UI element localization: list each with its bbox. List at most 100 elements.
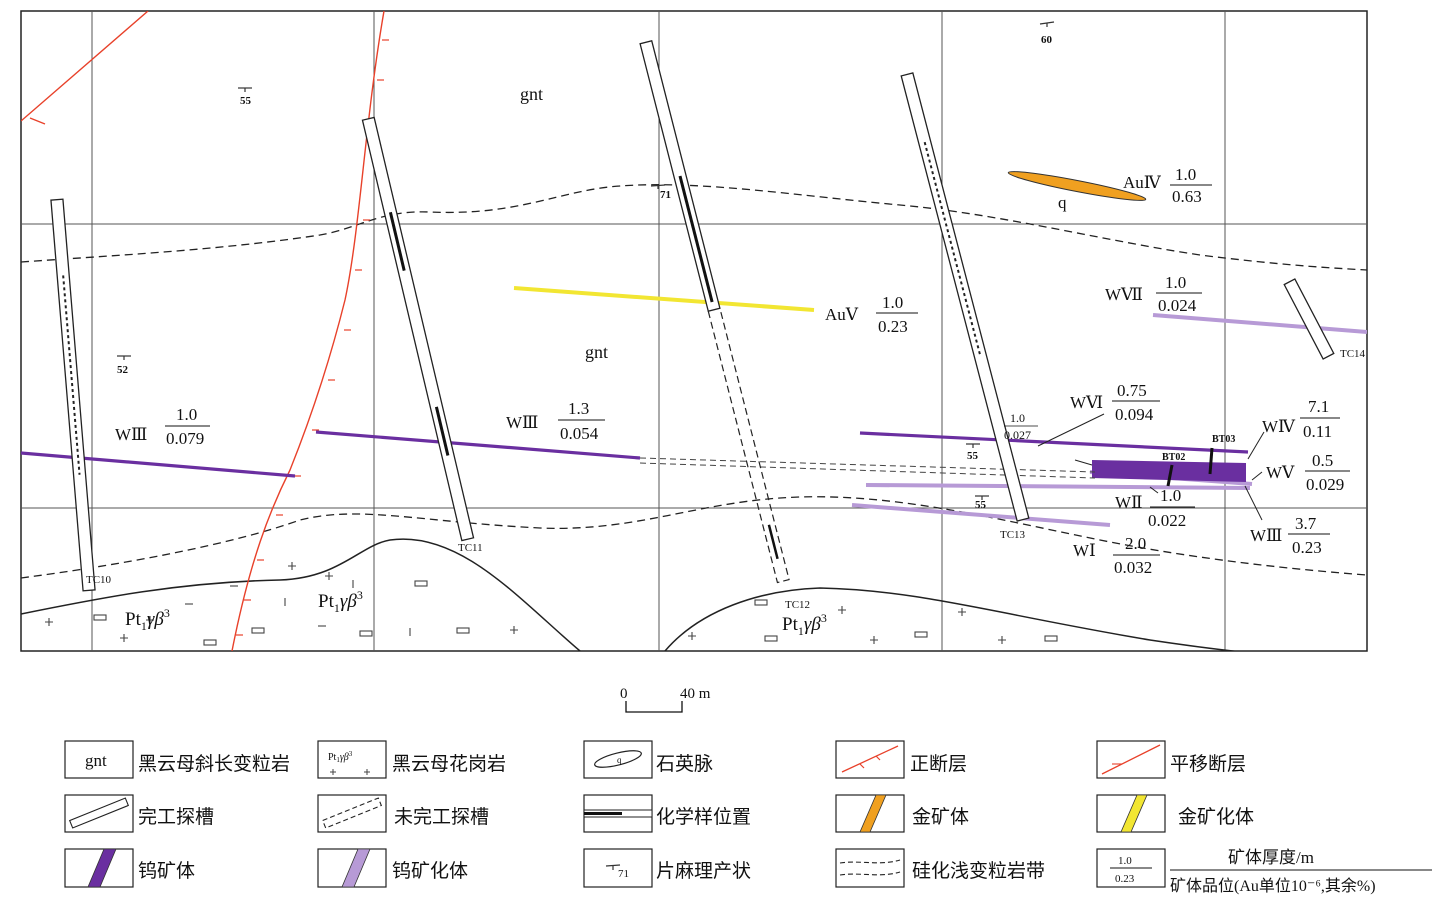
svg-text:2.0: 2.0 — [1125, 534, 1146, 553]
attitude-value: 60 — [1041, 34, 1053, 46]
svg-text:1.0: 1.0 — [1118, 855, 1132, 867]
svg-text:未完工探槽: 未完工探槽 — [394, 806, 489, 828]
tungsten-orebodies — [21, 430, 1249, 478]
svg-text:0.024: 0.024 — [1158, 296, 1197, 315]
svg-text:WⅢ: WⅢ — [506, 413, 538, 432]
orebody-label: WⅣ 7.1 0.11 — [1262, 397, 1340, 441]
legend-item-gold-orebody: 金矿体 — [835, 794, 969, 833]
attitude-value: 55 — [975, 499, 987, 511]
svg-text:0.027: 0.027 — [1004, 428, 1031, 442]
trench-label-tc11: TC11 — [458, 542, 483, 554]
orebody-label: AuⅤ 1.0 0.23 — [825, 293, 918, 336]
sample-labels: BT02 BT03 — [1162, 434, 1235, 463]
leader-lines — [1037, 413, 1265, 521]
trench-tc10 — [50, 198, 96, 592]
svg-text:0.029: 0.029 — [1306, 475, 1344, 494]
scale-end: 40 m — [680, 686, 711, 702]
strike-slip-fault — [21, 11, 149, 122]
svg-text:WⅣ: WⅣ — [1262, 417, 1296, 436]
orebody-label: WⅥ 0.75 0.094 — [1070, 381, 1160, 424]
silicified-zone-boundary — [21, 184, 1367, 579]
gold-mineralized-au5 — [513, 286, 815, 312]
svg-text:0.079: 0.079 — [166, 429, 204, 448]
svg-text:化学样位置: 化学样位置 — [656, 806, 751, 828]
trench-label-tc13: TC13 — [1000, 529, 1026, 541]
legend-item-normal-fault: 正断层 — [835, 740, 967, 779]
normal-fault — [231, 11, 385, 651]
svg-text:0.23: 0.23 — [878, 317, 908, 336]
orebody-label: WⅠ 2.0 0.032 — [1073, 534, 1160, 577]
svg-text:WⅦ: WⅦ — [1105, 285, 1143, 304]
orebody-label: WⅢ 3.7 0.23 — [1250, 514, 1330, 557]
svg-text:钨矿体: 钨矿体 — [138, 860, 195, 882]
svg-text:WⅢ: WⅢ — [115, 425, 147, 444]
fault-lines — [21, 11, 389, 651]
svg-text:矿体品位(Au单位10⁻⁶,其余%): 矿体品位(Au单位10⁻⁶,其余%) — [1170, 876, 1376, 895]
unit-gnt-mid: gnt — [585, 342, 608, 362]
svg-text:gnt: gnt — [85, 751, 107, 770]
granite-contact — [21, 538, 1240, 651]
svg-text:0.022: 0.022 — [1148, 511, 1186, 530]
svg-text:WⅡ: WⅡ — [1115, 493, 1143, 512]
orebody-label: WⅢ 1.3 0.054 — [506, 399, 605, 443]
svg-text:0.11: 0.11 — [1303, 422, 1332, 441]
svg-text:AuⅣ: AuⅣ — [1123, 173, 1162, 192]
attitude-value: 52 — [117, 364, 129, 376]
svg-text:1.0: 1.0 — [882, 293, 903, 312]
trench-tc12 — [639, 40, 790, 584]
unit-labels: gnt gnt q Pt1γβ3 Pt1γβ3 Pt1γβ3 — [125, 84, 1067, 638]
orebody-dashed-link — [639, 462, 1096, 479]
trench-label-tc10: TC10 — [86, 574, 112, 586]
svg-text:平移断层: 平移断层 — [1170, 753, 1246, 775]
svg-text:q: q — [617, 755, 622, 765]
svg-text:钨矿化体: 钨矿化体 — [392, 860, 468, 882]
svg-text:黑云母斜长变粒岩: 黑云母斜长变粒岩 — [138, 753, 290, 775]
svg-text:0.054: 0.054 — [560, 424, 599, 443]
unit-gnt-top: gnt — [520, 84, 543, 104]
legend-item-gnt: gnt 黑云母斜长变粒岩 — [64, 740, 290, 779]
sample-bt03-mark — [1208, 447, 1214, 475]
scale-start: 0 — [620, 686, 628, 702]
svg-text:0.032: 0.032 — [1114, 558, 1152, 577]
svg-text:黑云母花岗岩: 黑云母花岗岩 — [392, 753, 506, 775]
unit-granite-c: Pt1γβ3 — [782, 611, 827, 638]
orebody-label-small: 1.0 0.027 — [1004, 411, 1038, 442]
legend: gnt 黑云母斜长变粒岩 Pt1γβ3 黑云母花岗岩 q 石英脉 正断层 平移断… — [64, 740, 1432, 895]
svg-text:0.5: 0.5 — [1312, 451, 1333, 470]
svg-text:3.7: 3.7 — [1295, 514, 1317, 533]
svg-text:0.23: 0.23 — [1292, 538, 1322, 557]
svg-text:WⅥ: WⅥ — [1070, 393, 1103, 412]
svg-text:1.0: 1.0 — [1165, 273, 1186, 292]
attitude-value: 71 — [660, 189, 671, 201]
trench-label-tc12: TC12 — [785, 599, 810, 611]
svg-text:AuⅤ: AuⅤ — [825, 305, 859, 324]
trench-tc11 — [361, 116, 475, 542]
svg-text:1.0: 1.0 — [176, 405, 197, 424]
svg-text:0.75: 0.75 — [1117, 381, 1147, 400]
orebody-label: WⅤ 0.5 0.029 — [1266, 451, 1350, 494]
attitude-value: 55 — [240, 95, 252, 107]
trenches — [50, 40, 1335, 592]
svg-text:正断层: 正断层 — [910, 753, 967, 775]
orebody-label: WⅡ 1.0 0.022 — [1115, 486, 1195, 530]
svg-text:71: 71 — [618, 868, 629, 880]
unit-granite-b: Pt1γβ3 — [318, 588, 363, 615]
trench-tc14 — [1283, 278, 1335, 360]
orebody-label: WⅦ 1.0 0.024 — [1105, 273, 1202, 315]
legend-item-gold-mineralized: 金矿化体 — [1096, 794, 1254, 833]
svg-text:1.3: 1.3 — [568, 399, 589, 418]
svg-text:金矿体: 金矿体 — [912, 806, 969, 828]
legend-item-silicified-zone: 硅化浅变粒岩带 — [835, 848, 1045, 888]
attitude-values: 55 60 71 52 55 55 — [117, 34, 1053, 511]
svg-text:完工探槽: 完工探槽 — [138, 806, 214, 828]
svg-text:1.0: 1.0 — [1160, 486, 1181, 505]
fault-arrow — [29, 117, 46, 125]
scale-bar: 0 40 m — [620, 686, 711, 713]
tungsten-orebody-w4 — [1092, 460, 1246, 482]
legend-item-completed-trench: 完工探槽 — [64, 794, 214, 833]
svg-text:WⅢ: WⅢ — [1250, 526, 1282, 545]
sample-label-bt02: BT02 — [1162, 452, 1185, 463]
legend-item-gneissosity: 71 片麻理产状 — [583, 848, 751, 888]
legend-item-granite: Pt1γβ3 黑云母花岗岩 — [317, 740, 506, 779]
